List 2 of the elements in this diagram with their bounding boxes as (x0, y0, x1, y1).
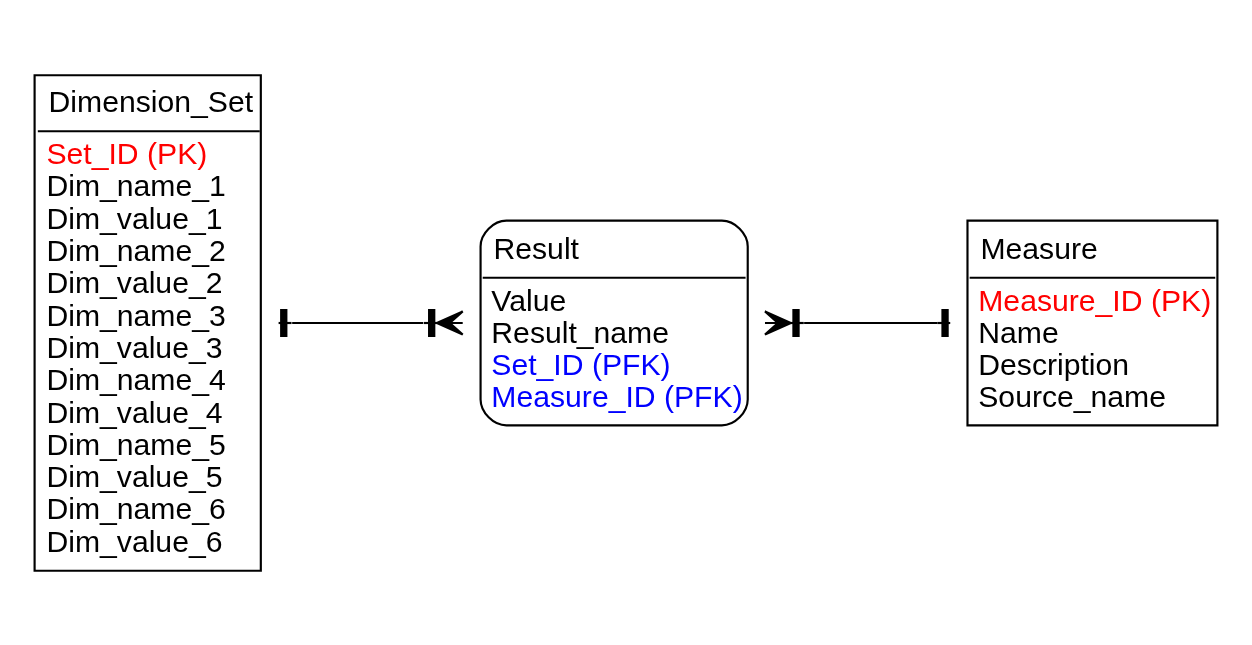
connector (763, 308, 951, 337)
connector (278, 308, 464, 337)
